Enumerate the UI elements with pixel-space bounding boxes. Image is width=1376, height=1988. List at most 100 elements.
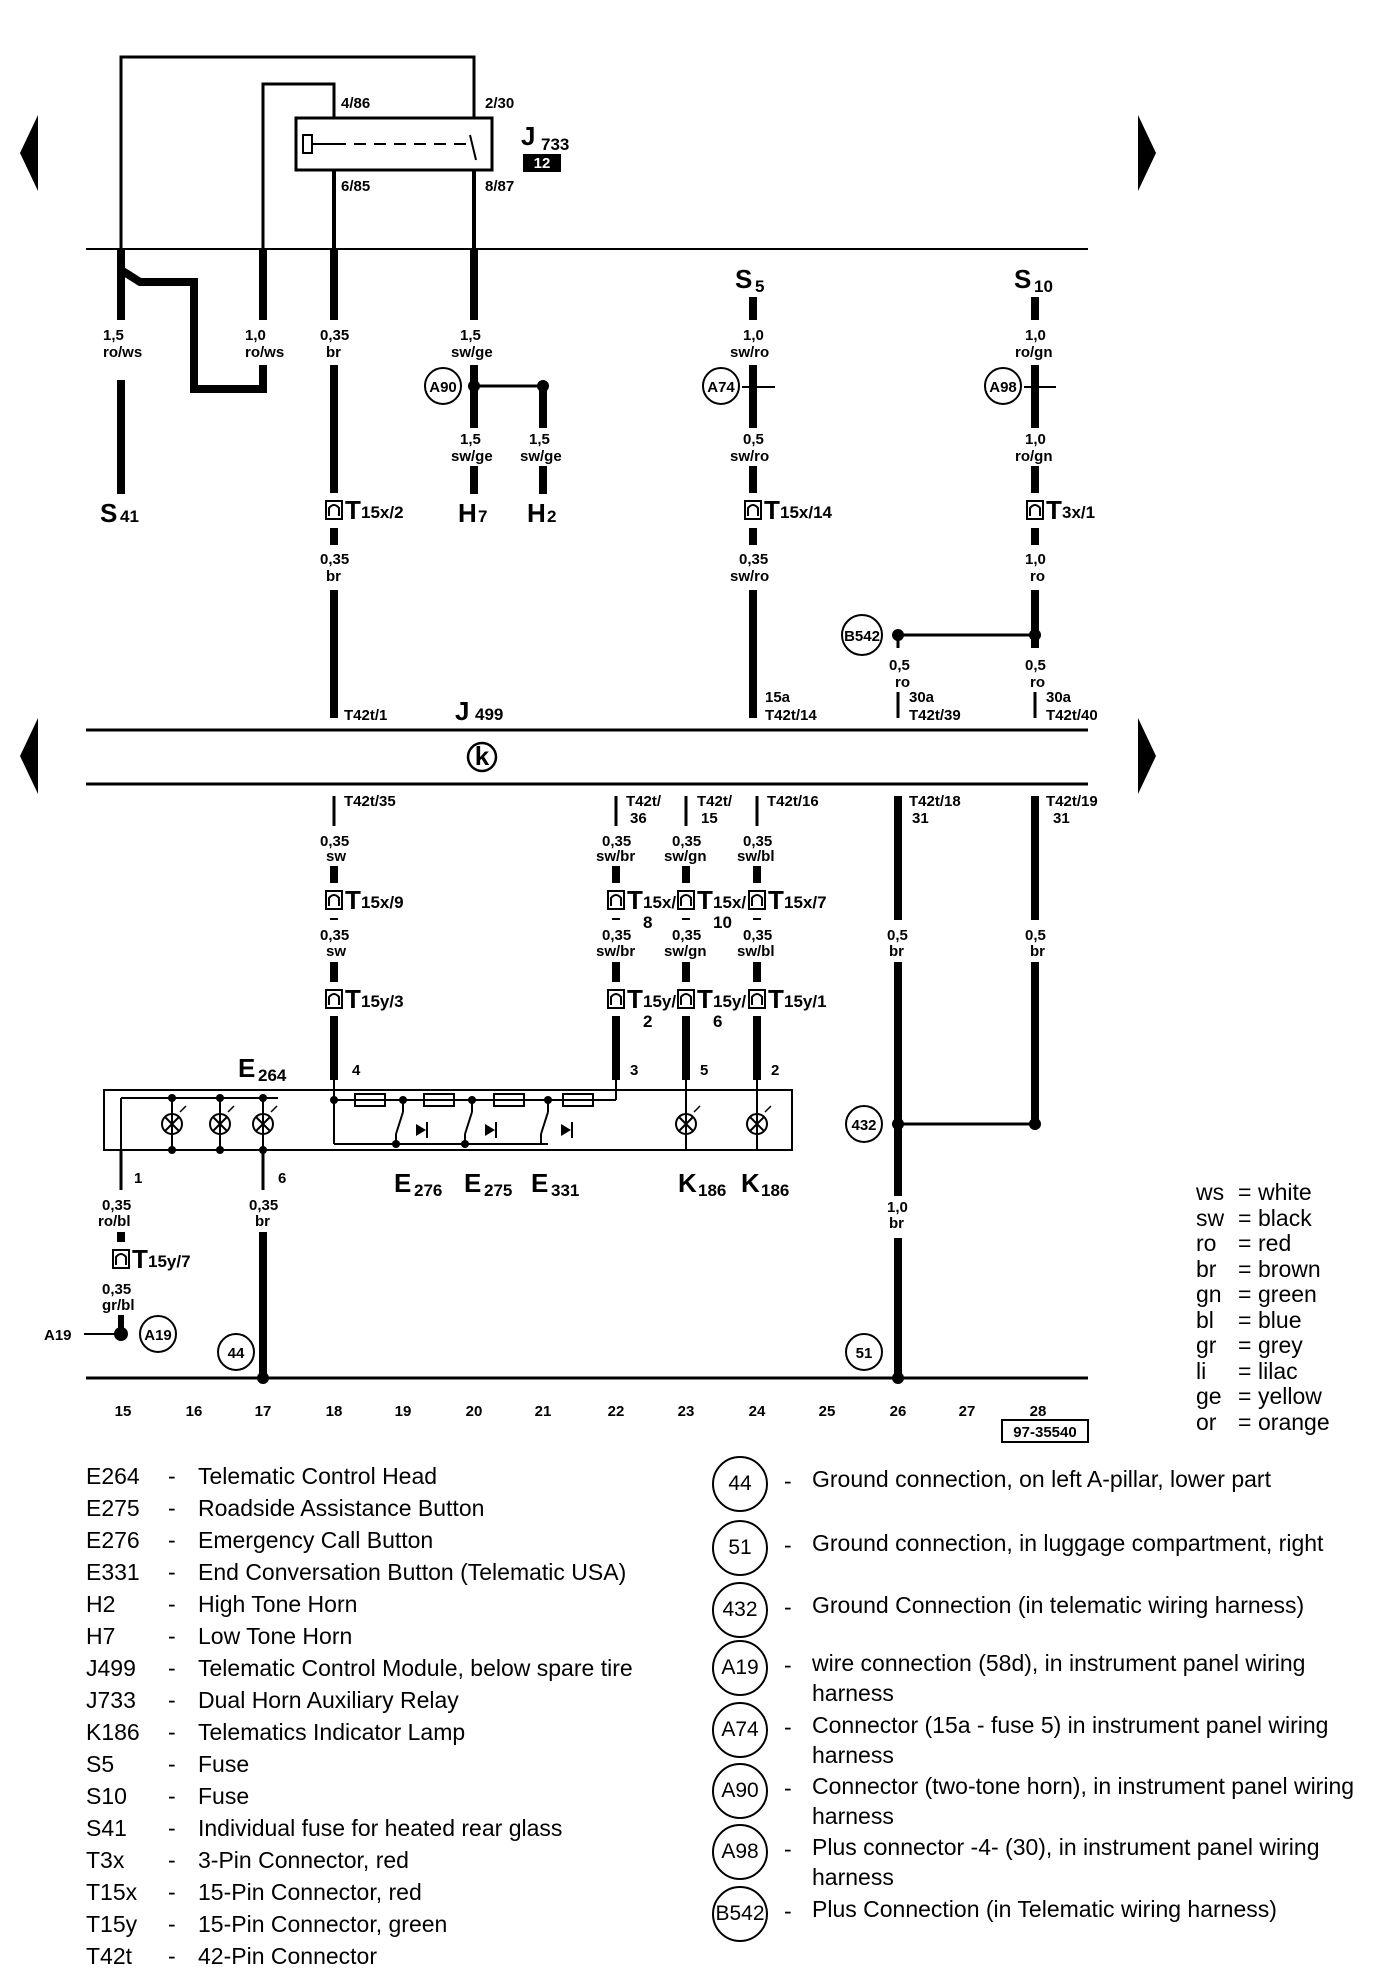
grid-24: 24 [749, 1403, 766, 1420]
connection-code-circle: A19 [712, 1640, 768, 1696]
legend-dash: - [168, 1559, 176, 1585]
backlight-lamp-icon [209, 1105, 235, 1135]
grid-19: 19 [395, 1403, 412, 1420]
connector-letter: T [1046, 495, 1062, 525]
wire-17-size: 1,0 [245, 327, 266, 344]
a19-wire-label: A19 [44, 1327, 72, 1344]
connector-plug-icon [677, 890, 695, 910]
connector-letter: T [764, 495, 780, 525]
backlight-lamp-icon [161, 1105, 187, 1135]
wire-22a-color: sw/br [596, 848, 635, 865]
legend-code: H7 [86, 1623, 116, 1649]
legend-description: Fuse [198, 1751, 250, 1777]
legend-dash: - [168, 1495, 176, 1521]
color-name: brown [1258, 1255, 1321, 1282]
e264-pin-4: 4 [352, 1062, 361, 1079]
ground-44-marker: 44 [228, 1345, 245, 1362]
legend-row: K186-Telematics Indicator Lamp [86, 1716, 633, 1748]
relay-pin-85: 6/85 [341, 178, 370, 195]
wire-h7-size: 1,5 [460, 431, 481, 448]
wire-color-row: ge=yellow [1196, 1383, 1330, 1410]
wire-26g-size: 0,5 [887, 927, 908, 944]
legend-description: High Tone Horn [198, 1591, 358, 1617]
module-subscript: 499 [475, 705, 503, 724]
grid-27: 27 [959, 1403, 976, 1420]
relay-pin-30: 2/30 [485, 95, 514, 112]
end-conversation-button-icon [540, 1100, 573, 1144]
wire-17-color: ro/ws [245, 344, 284, 361]
wire-15a-color: ro/bl [98, 1213, 131, 1230]
wire-color-row: ws=white [1196, 1179, 1330, 1206]
legend-dash: - [784, 1468, 792, 1494]
connection-b542-marker: B542 [844, 628, 880, 645]
indicator-lamp-icon [746, 1105, 772, 1135]
connector-label: 3x/1 [1062, 503, 1095, 522]
legend-row: S41-Individual fuse for heated rear glas… [86, 1812, 633, 1844]
wire-22b-size: 0,35 [602, 927, 631, 944]
control-head-e264: E 264 [103, 1053, 793, 1200]
connection-a19-marker: A19 [144, 1327, 172, 1344]
connector-label: 15x/2 [361, 503, 404, 522]
wiring-diagram: J 733 12 4/86 2/30 6/85 8/87 1,5 ro/ws 1… [20, 55, 1156, 1443]
connection-code-circle: A90 [712, 1763, 768, 1819]
connection-code-circle: A98 [712, 1824, 768, 1880]
fuse-s41-code: S [100, 498, 117, 528]
wire-18b-size: 0,35 [320, 551, 349, 568]
previous-page-arrow-top[interactable] [20, 115, 38, 191]
horn-h2-subscript: 2 [547, 507, 556, 526]
wire-20-size: 1,5 [460, 327, 481, 344]
color-name: white [1258, 1179, 1312, 1205]
fuse-s41-subscript: 41 [120, 507, 139, 526]
legend-description: Low Tone Horn [198, 1623, 353, 1649]
legend-code: T15y [86, 1911, 138, 1937]
equals-sign: = [1238, 1306, 1252, 1333]
grid-26: 26 [890, 1403, 907, 1420]
legend-code: S41 [86, 1815, 127, 1841]
legend-code: K186 [86, 1719, 140, 1745]
fuse-s10-code: S [1014, 264, 1031, 294]
connector-label-line2: 8 [643, 913, 652, 932]
next-page-arrow-bottom[interactable] [1138, 718, 1156, 794]
fuse-s10-subscript: 10 [1034, 277, 1053, 296]
connector-label: 15x/ [713, 893, 746, 912]
connector-label-line2: 10 [713, 913, 732, 932]
legend-description: 15-Pin Connector, green [198, 1911, 448, 1937]
legend-row: H7-Low Tone Horn [86, 1620, 633, 1652]
wire-26h-color: br [889, 1215, 904, 1232]
wire-28p-size: 0,5 [1025, 657, 1046, 674]
wire-18c-color: sw [326, 848, 346, 865]
k186-subscript-a: 186 [698, 1181, 726, 1200]
color-name: grey [1258, 1332, 1303, 1358]
legend-dash: - [168, 1527, 176, 1553]
legend-dash: - [168, 1815, 176, 1841]
legend-code: T42t [86, 1943, 133, 1969]
wire-28a-size: 1,0 [1025, 327, 1046, 344]
connection-description: Ground connection, in luggage compartmen… [812, 1530, 1324, 1556]
legend-code: E264 [86, 1463, 140, 1489]
horn-h2-code: H [527, 498, 546, 528]
k186-code-a: K [678, 1168, 697, 1198]
wire-22b-color: sw/br [596, 943, 635, 960]
connector-a74-marker: A74 [707, 379, 735, 396]
wire-26p-size: 0,5 [889, 657, 910, 674]
e331-subscript: 331 [551, 1181, 579, 1200]
connector-plug-icon [607, 890, 625, 910]
wire-24e-color: sw/bl [737, 943, 775, 960]
connector-plug-icon [744, 500, 762, 520]
wire-23b-color: sw/gn [664, 943, 707, 960]
next-page-arrow-top[interactable] [1138, 115, 1156, 191]
wire-18c-size: 0,35 [320, 833, 349, 850]
pin-t42t-15a: T42t/ [697, 793, 733, 810]
connector-plug-icon [325, 890, 343, 910]
pin-t42t-39: T42t/39 [909, 707, 961, 724]
grid-16: 16 [186, 1403, 203, 1420]
connector-letter: T [697, 984, 713, 1014]
connection-code-circle: A74 [712, 1702, 768, 1758]
connector-letter: T [697, 885, 713, 915]
horn-h7-subscript: 7 [478, 507, 487, 526]
pin-30a-28: 30a [1046, 689, 1072, 706]
color-name: yellow [1258, 1383, 1322, 1409]
previous-page-arrow-bottom[interactable] [20, 718, 38, 794]
connector-letter: T [627, 984, 643, 1014]
connector-label: 15y/7 [148, 1252, 191, 1271]
